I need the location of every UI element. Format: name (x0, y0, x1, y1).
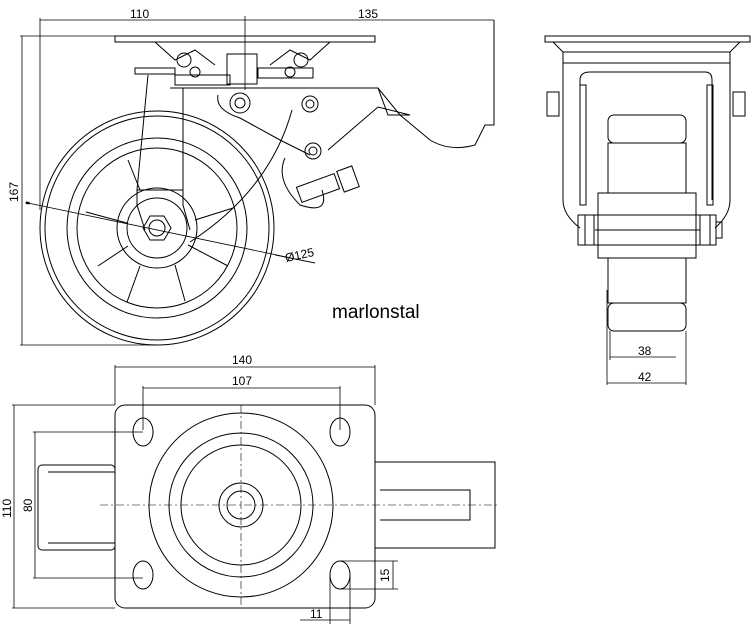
dim-11: 11 (310, 607, 323, 621)
side-view (25, 20, 495, 346)
dim-38: 38 (638, 344, 652, 358)
dim-107: 107 (232, 374, 252, 388)
dim-135: 135 (358, 7, 378, 21)
dim-diameter-125: Ø125 (284, 245, 316, 265)
dim-110-top: 110 (130, 7, 149, 21)
front-view (544, 35, 751, 385)
brand-label: marlonstal (332, 302, 420, 323)
dim-42: 42 (638, 370, 652, 384)
dim-15: 15 (378, 568, 392, 582)
dim-80: 80 (21, 498, 35, 512)
top-view (12, 365, 500, 624)
dim-140: 140 (232, 353, 252, 367)
dim-167: 167 (7, 182, 21, 202)
dim-110-side: 110 (0, 499, 14, 518)
side-dimensions (20, 16, 494, 346)
